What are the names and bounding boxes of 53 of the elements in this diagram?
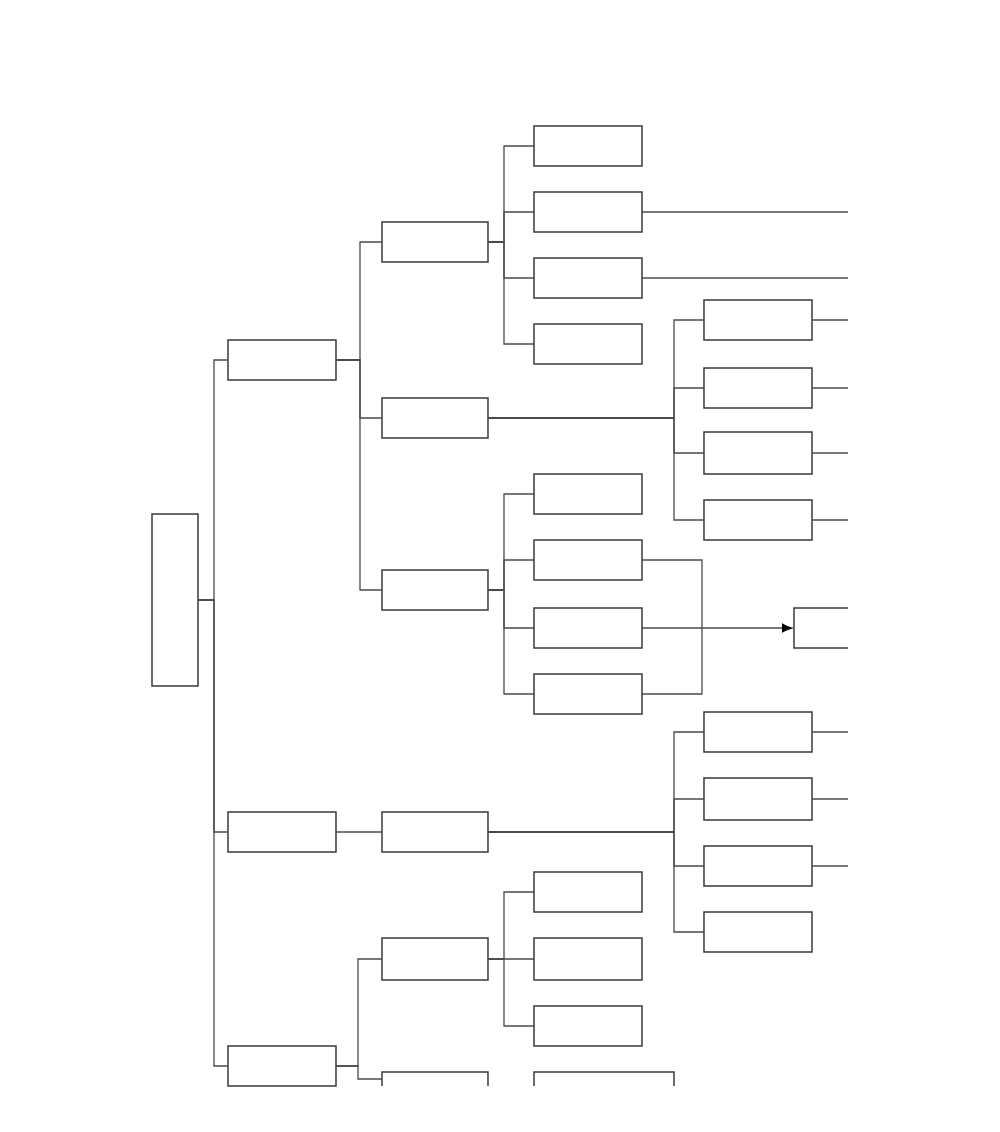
empty-box: [703, 367, 813, 409]
empty-box: [533, 539, 643, 581]
connector-line: [811, 319, 849, 321]
empty-box: [793, 607, 849, 649]
arrow: [701, 623, 793, 633]
empty-box: [533, 125, 643, 167]
connector-line: [197, 599, 229, 1067]
connector-line: [487, 958, 535, 1027]
empty-box: [533, 191, 643, 233]
empty-box: [151, 513, 199, 687]
empty-box: [533, 1005, 643, 1047]
empty-box: [703, 911, 813, 953]
empty-box: [703, 499, 813, 541]
empty-box: [703, 431, 813, 475]
empty-box: [533, 937, 643, 981]
connector-line: [811, 519, 849, 521]
connector-line: [487, 417, 705, 521]
connector-line: [811, 798, 849, 800]
empty-box: [381, 569, 489, 611]
connector-line: [487, 241, 535, 345]
empty-box: [227, 811, 337, 853]
connector-line: [811, 387, 849, 389]
connector-line: [641, 559, 703, 629]
empty-box: [381, 397, 489, 439]
connector-line: [641, 277, 849, 279]
empty-box: [533, 323, 643, 365]
connector-line: [641, 627, 703, 695]
connector-line: [335, 359, 383, 591]
empty-box: [533, 871, 643, 913]
empty-box: [703, 777, 813, 821]
empty-box: [381, 811, 489, 853]
connector-line: [811, 452, 849, 454]
connector-line: [641, 627, 703, 629]
connector-line: [335, 831, 383, 833]
empty-box: [533, 607, 643, 649]
empty-box: [533, 257, 643, 299]
empty-box: [533, 673, 643, 715]
empty-box: [703, 711, 813, 753]
empty-box: [227, 339, 337, 381]
connector-line: [811, 731, 849, 733]
connector-line: [335, 1065, 383, 1080]
connector-line: [641, 211, 849, 213]
empty-box: [533, 1071, 675, 1087]
empty-box: [703, 845, 813, 887]
empty-box: [381, 221, 489, 263]
empty-box: [381, 1071, 489, 1087]
connector-line: [487, 589, 535, 695]
connector-line: [811, 865, 849, 867]
empty-box: [227, 1045, 337, 1087]
empty-box: [533, 473, 643, 515]
empty-box: [381, 937, 489, 981]
empty-box: [703, 299, 813, 341]
connector-line: [487, 831, 705, 933]
